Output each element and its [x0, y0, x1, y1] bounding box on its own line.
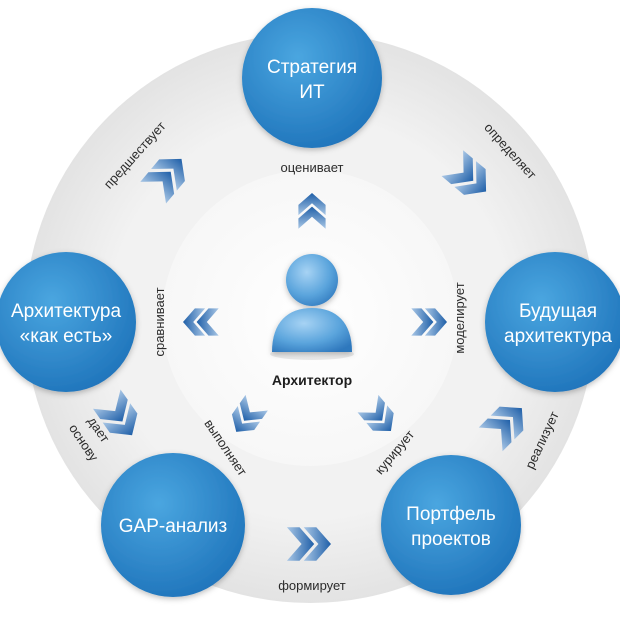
verb-compares: сравнивает	[152, 287, 167, 356]
node-strategy-line1: Стратегия	[267, 57, 357, 78]
node-strategy: Стратегия ИТ	[242, 8, 382, 148]
center-label: Архитектор	[272, 372, 352, 388]
node-strategy-line2: ИТ	[299, 82, 325, 103]
verb-evaluates: оценивает	[281, 160, 344, 175]
node-future-line1: Будущая	[519, 301, 597, 322]
node-future-line2: архитектура	[504, 326, 612, 347]
node-project-portfolio: Портфель проектов	[381, 455, 521, 595]
node-asis-line1: Архитектура	[11, 301, 121, 322]
verb-forms: формирует	[278, 578, 346, 593]
node-gap-analysis: GAP-анализ	[101, 453, 245, 597]
node-as-is-architecture: Архитектура «как есть»	[0, 252, 136, 392]
node-future-architecture: Будущая архитектура	[485, 252, 620, 392]
person-icon	[272, 254, 352, 352]
node-portfolio-line2: проектов	[411, 529, 491, 550]
node-asis-line2: «как есть»	[20, 326, 113, 347]
verb-models: моделирует	[452, 282, 467, 353]
node-portfolio-line1: Портфель	[406, 504, 496, 525]
node-gap-line1: GAP-анализ	[119, 516, 228, 537]
